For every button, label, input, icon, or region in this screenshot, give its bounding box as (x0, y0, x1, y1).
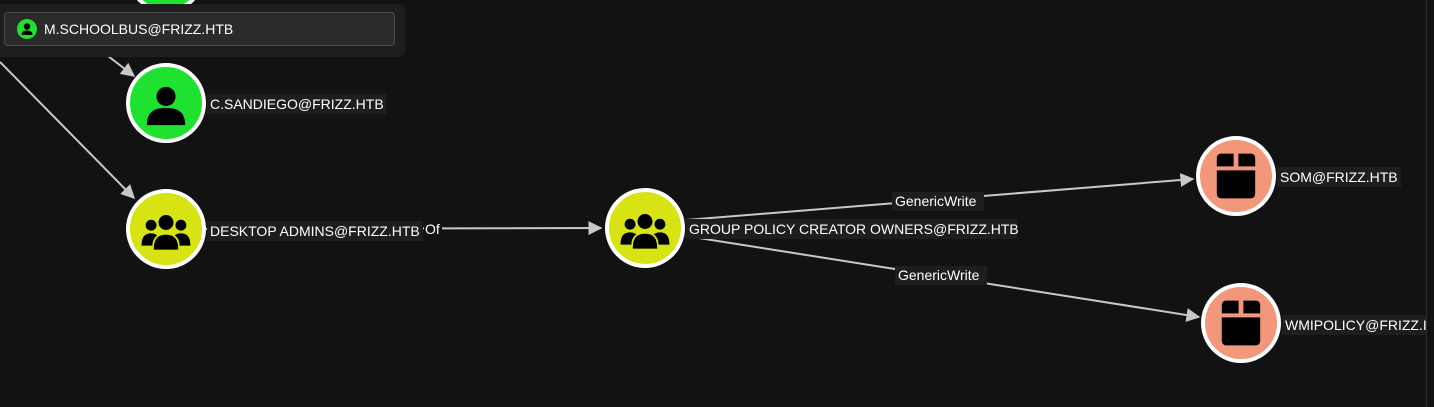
node-som[interactable]: SOM@FRIZZ.HTB (1196, 136, 1401, 216)
selected-node-chip[interactable]: M.SCHOOLBUS@FRIZZ.HTB (4, 12, 395, 46)
panel-divider (1426, 0, 1427, 407)
node-c-sandiego[interactable]: C.SANDIEGO@FRIZZ.HTB (126, 63, 386, 143)
edge-label-genericwrite-som[interactable]: GenericWrite (895, 193, 977, 209)
node-label-gpco: GROUP POLICY CREATOR OWNERS@FRIZZ.HTB (689, 221, 1019, 237)
node-desktop-admins[interactable]: DESKTOP ADMINS@FRIZZ.HTB (126, 189, 423, 269)
edge-label-memberof[interactable]: Of (425, 221, 440, 237)
node-wmipolicy[interactable]: WMIPOLICY@FRIZZ.I (1201, 283, 1427, 363)
selected-node-label: M.SCHOOLBUS@FRIZZ.HTB (44, 21, 234, 37)
edge-left-to-desktop-admins[interactable] (0, 61, 135, 199)
edge-top-partial[interactable] (107, 55, 136, 77)
node-label-desktop-admins: DESKTOP ADMINS@FRIZZ.HTB (210, 223, 420, 239)
node-label-c-sandiego: C.SANDIEGO@FRIZZ.HTB (210, 96, 384, 112)
edge-label-genericwrite-wmipolicy[interactable]: GenericWrite (898, 267, 980, 283)
node-label-som: SOM@FRIZZ.HTB (1280, 169, 1398, 185)
node-group-policy-creator-owners[interactable]: GROUP POLICY CREATOR OWNERS@FRIZZ.HTB (605, 188, 1019, 268)
edge-labels: Of GenericWrite GenericWrite (424, 192, 987, 285)
search-panel: M.SCHOOLBUS@FRIZZ.HTB (0, 4, 405, 57)
node-label-wmipolicy: WMIPOLICY@FRIZZ.I (1285, 317, 1427, 333)
user-icon (17, 19, 37, 39)
